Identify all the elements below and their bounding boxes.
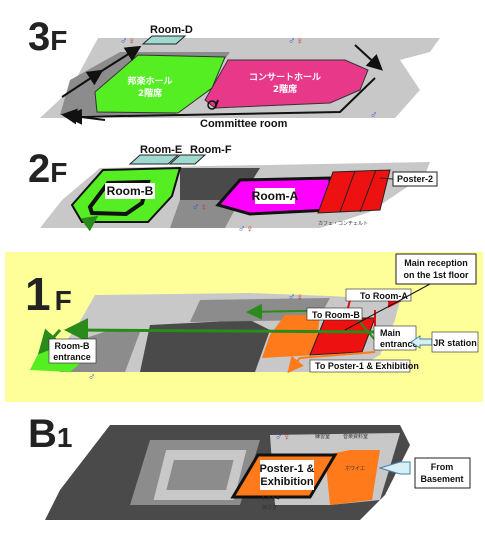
from-basement-arrow-icon [378, 461, 411, 475]
restroom-icon: ♀ [246, 224, 254, 235]
b1-walkway [153, 450, 247, 500]
restroom-icon: ♂ [288, 36, 296, 47]
main-reception-pointer [344, 283, 431, 331]
restroom-icon: ♂ [120, 36, 128, 47]
arrow-3f-4 [66, 77, 376, 125]
concert-hall-balcony[interactable] [204, 59, 369, 109]
room-f[interactable] [168, 154, 207, 165]
restroom-icon: ♂ [238, 224, 246, 235]
arrow-3f-5 [61, 108, 106, 125]
practice-room-numbers: 1 2 3 4 [262, 496, 280, 502]
jr-station-box [431, 331, 479, 353]
room-d[interactable] [141, 35, 187, 45]
from-basement-label: From [431, 462, 454, 472]
floor-2f: 2F Room-E Room-F Room-B Room-A Poster-2 … [28, 144, 438, 235]
cafe-label: カフェ・コンチェルト [318, 221, 368, 227]
committee-room-label: Committee room [200, 118, 288, 130]
room-b-entrance-sub-label: entrance [53, 352, 91, 362]
arrow-to-poster-1 [287, 351, 376, 374]
room-b-entrance-box [48, 338, 97, 364]
to-poster-1-label: To Poster-1 & Exhibition [315, 361, 419, 371]
floor-1f-core [140, 320, 270, 372]
room-e[interactable] [128, 154, 180, 165]
room-e-label: Room-E [140, 144, 182, 156]
main-reception-box [395, 253, 477, 285]
poster-1-label: Poster-1 & [259, 463, 314, 475]
poster-2-divider [359, 169, 377, 213]
main-entrance-box [373, 325, 417, 351]
room-f-label: Room-F [190, 144, 232, 156]
arrow-2f [80, 215, 99, 232]
floor-b1-label: B1 [28, 412, 72, 456]
floor-b1: B1 Poster-1 & Exhibition From Basement 練… [28, 412, 471, 520]
main-reception-sub-label: on the 1st floor [404, 270, 469, 280]
restroom-icon: ♀ [296, 292, 304, 303]
arrow-3f-3 [354, 44, 383, 71]
room-a-label: Room-A [252, 189, 299, 203]
jr-station-label: JR station [433, 338, 477, 348]
foyer-label: ホワイエ [345, 466, 365, 472]
main-entrance-sub-label: entrance [380, 339, 418, 349]
poster-2-label: Poster-2 [397, 174, 433, 184]
from-basement-box [414, 457, 471, 489]
room-a-label-box [255, 188, 295, 204]
restroom-icon: ♂ [275, 432, 283, 443]
restroom-icon: ♂ [192, 202, 200, 213]
practice-room-label: 練習室 [315, 433, 330, 440]
hogaku-hall-label: 邦楽ホール [127, 75, 172, 87]
to-room-a-label: To Room-A [360, 291, 408, 301]
restroom-icon: ♂ [88, 372, 96, 383]
floor-2f-label: 2F [28, 147, 67, 191]
to-room-a-box [345, 288, 412, 302]
restroom-icon: ♂ [370, 110, 378, 121]
restroom-icon: ♀ [283, 432, 291, 443]
practice-room-2-label: 練習室 [262, 504, 277, 511]
to-room-b-label: To Room-B [312, 310, 360, 320]
poster-1-sub-label: Exhibition [260, 476, 313, 488]
to-room-b-box [306, 307, 363, 321]
committee-room-marker[interactable] [207, 100, 217, 110]
poster-2-pointer [379, 177, 394, 180]
from-basement-sub-label: Basement [420, 474, 463, 484]
hogaku-hall-sub-label: 2階席 [138, 87, 162, 99]
room-b-label: Room-B [107, 184, 154, 198]
restroom-icon: ♀ [128, 36, 136, 47]
arrow-3f-2 [99, 45, 142, 73]
music-library-label: 音楽資料室 [343, 433, 368, 440]
restroom-icon: ♀ [296, 36, 304, 47]
arrow-3f-1 [61, 69, 104, 98]
floor-3f-label: 3F [28, 15, 67, 59]
poster-1-label-box [260, 460, 314, 490]
to-poster-1-box [309, 359, 411, 373]
concert-hall-label: コンサートホール [249, 72, 321, 83]
poster-2-divider [339, 170, 356, 213]
restroom-icon: ♂ [288, 292, 296, 303]
concert-hall-sub-label: 2階席 [273, 83, 297, 95]
floor-3f: 3F 邦楽ホール 2階席 コンサートホール 2階席 Room-D Committ… [28, 15, 440, 130]
orange-area-b1 [325, 450, 380, 505]
room-d-label: Room-D [150, 24, 193, 36]
room-b-entrance-label: Room-B [55, 341, 90, 351]
arrow-to-room-b [64, 318, 391, 343]
main-reception-label: Main reception [404, 258, 468, 268]
orange-area-1f [262, 315, 320, 358]
main-entrance-label: Main [380, 328, 401, 338]
restroom-icon: ♀ [200, 202, 208, 213]
room-b-label-box [105, 183, 155, 199]
